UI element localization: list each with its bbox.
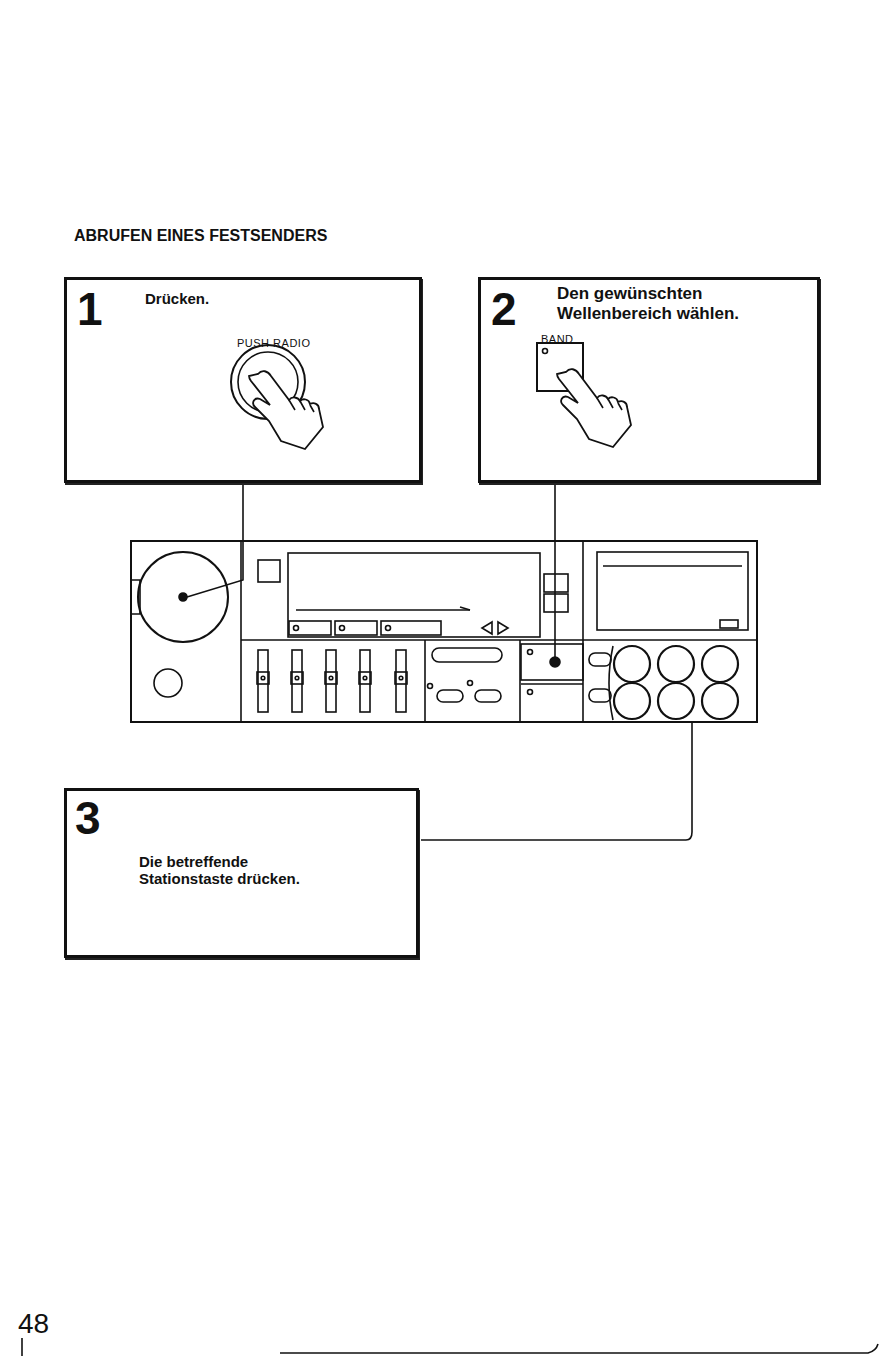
illustration-stroke [475,690,501,702]
illustration-stroke [289,621,331,635]
illustration-stroke [340,626,345,631]
instruction-text: Die betreffende Stationstaste drücken. [139,853,339,888]
page-title: ABRUFEN EINES FESTSENDERS [74,227,327,245]
illustration-stroke [544,574,568,592]
illustration-stroke [428,684,433,689]
illustration-stroke [292,650,302,712]
illustration-stroke [528,650,533,655]
illustration-stroke [187,485,243,597]
illustration-stroke [720,620,738,628]
illustration-stroke [138,552,228,642]
illustration-stroke [249,371,323,449]
illustration-stroke [609,646,613,720]
illustration-stroke [359,672,371,684]
illustration-stroke [386,626,391,631]
instruction-text: Den gewünschten Wellenbereich wählen. [557,284,787,323]
illustration-stroke [582,541,584,722]
instruction-text: Drücken. [145,290,345,307]
illustration-stroke [603,565,742,567]
illustration-stroke [295,676,299,680]
illustration-stroke [521,683,583,685]
illustration-stroke [261,676,265,680]
button-label: BAND [541,333,574,346]
illustration-stroke [437,690,463,702]
illustration-stroke [360,650,370,712]
illustration-stroke [589,653,611,666]
illustration-stroke [521,644,583,680]
illustration-stroke [294,626,299,631]
illustration-stroke [614,683,650,719]
illustration-stroke [326,650,336,712]
illustration-stroke [381,621,441,635]
step-box: 3Die betreffende Stationstaste drücken. [64,788,419,958]
illustration-stroke [288,553,540,637]
illustration-stroke [325,672,337,684]
illustration-stroke [257,650,407,712]
illustration-stroke [329,676,333,680]
page-number: 48 [18,1308,49,1340]
illustration-stroke [396,650,406,712]
callout-number: 3 [75,795,101,841]
illustration-stroke [702,646,738,682]
illustration-stroke [589,689,611,702]
illustration-stroke [258,650,268,712]
illustration-stroke [395,672,407,684]
illustration-stroke [543,349,548,354]
illustration-stroke [468,681,473,686]
illustration-stroke [131,541,757,722]
illustration-stroke [240,541,242,722]
illustration-stroke [432,648,502,662]
illustration-stroke [554,485,556,657]
illustration-stroke [154,669,182,697]
illustration-stroke [482,622,508,634]
illustration-stroke [658,683,694,719]
illustration-stroke [550,657,560,667]
illustration-stroke [241,639,757,641]
illustration-stroke [557,369,631,447]
illustration-stroke [363,676,367,680]
illustration-stroke [258,560,280,582]
illustration-stroke [335,621,377,635]
illustration-stroke [296,609,470,611]
illustration-stroke [424,640,426,722]
callout-number: 1 [77,286,103,332]
callout-number: 2 [491,286,517,332]
illustration-stroke [399,676,403,680]
illustration-stroke [614,646,650,682]
illustration-stroke [702,683,738,719]
step-box: 2 Den gewünschten Wellenbereich wählen. BA… [478,277,820,483]
illustration-stroke [544,594,568,612]
illustration-stroke [280,1344,878,1353]
illustration-stroke [421,722,692,840]
illustration-stroke [528,690,533,695]
illustration-stroke [597,552,748,630]
illustration-stroke [460,607,470,610]
step-box: 1 Drücken. PUSH RADIO [64,277,422,483]
illustration-stroke [21,1338,23,1356]
illustration-stroke [179,593,187,601]
illustration-stroke [658,646,694,682]
illustration-stroke [291,672,303,684]
button-label: PUSH RADIO [237,337,310,350]
illustration-stroke [257,672,269,684]
